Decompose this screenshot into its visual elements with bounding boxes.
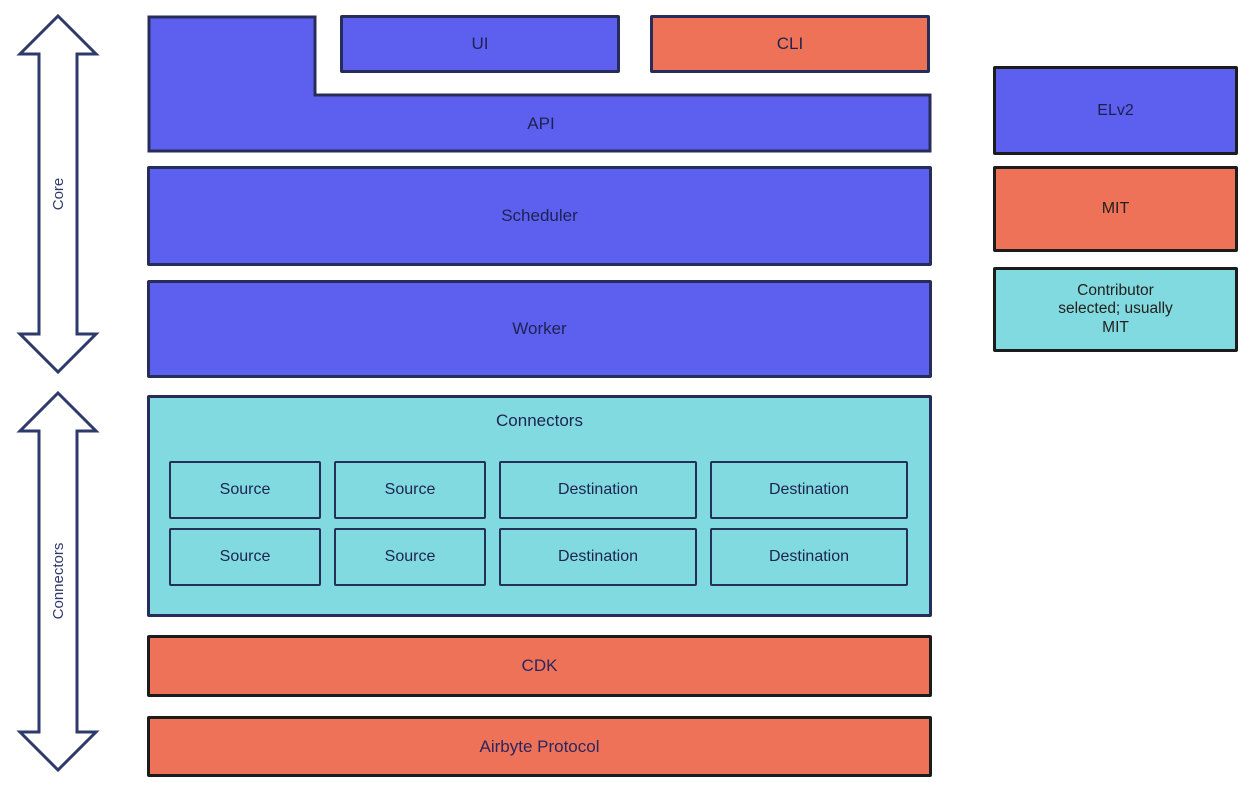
cli-label: CLI <box>776 34 804 53</box>
connectors-title: Connectors <box>496 411 583 430</box>
ui-label: UI <box>471 34 489 53</box>
core-arrow-label: Core <box>50 178 67 211</box>
scheduler-label: Scheduler <box>501 206 578 225</box>
connectors-arrow-shape <box>16 390 100 773</box>
api-shape-outline <box>147 15 932 153</box>
connector-row-1: Source Source Destination Destination <box>169 461 908 519</box>
cdk-label: CDK <box>521 656 558 675</box>
airbyte-protocol-label: Airbyte Protocol <box>479 736 600 756</box>
worker-box: Worker <box>147 280 932 378</box>
connector-row-2: Source Source Destination Destination <box>169 528 908 586</box>
legend-item-mit: MIT <box>993 166 1238 252</box>
connector-box-destination: Destination <box>499 528 697 586</box>
connector-box-source: Source <box>334 461 486 519</box>
worker-label: Worker <box>512 319 567 338</box>
scheduler-box: Scheduler <box>147 166 932 266</box>
cdk-box: CDK <box>147 635 932 697</box>
connector-box-source: Source <box>169 461 321 519</box>
ui-box: UI <box>340 15 620 73</box>
core-arrow-shape <box>16 13 100 375</box>
api-label: API <box>527 114 554 133</box>
airbyte-protocol-box: Airbyte Protocol <box>147 716 932 777</box>
core-range-arrow: Core <box>16 13 100 375</box>
cli-box: CLI <box>650 15 930 73</box>
api-box: API <box>147 15 932 153</box>
legend-mit-label: MIT <box>1101 200 1130 217</box>
connector-box-destination: Destination <box>710 461 908 519</box>
legend-contributor-label: Contributor selected; usually MIT <box>1058 281 1173 336</box>
connector-box-destination: Destination <box>710 528 908 586</box>
connectors-range-arrow: Connectors <box>16 390 100 773</box>
connectors-container: Connectors Source Source Destination Des… <box>147 395 932 617</box>
connector-box-source: Source <box>169 528 321 586</box>
legend-elv2-label: ELv2 <box>1097 101 1134 119</box>
connector-box-source: Source <box>334 528 486 586</box>
legend-item-elv2: ELv2 <box>993 66 1238 155</box>
legend-item-contributor: Contributor selected; usually MIT <box>993 267 1238 352</box>
legend: ELv2 MIT Contributor selected; usually M… <box>993 66 1238 352</box>
connector-box-destination: Destination <box>499 461 697 519</box>
connectors-arrow-label: Connectors <box>50 543 67 620</box>
